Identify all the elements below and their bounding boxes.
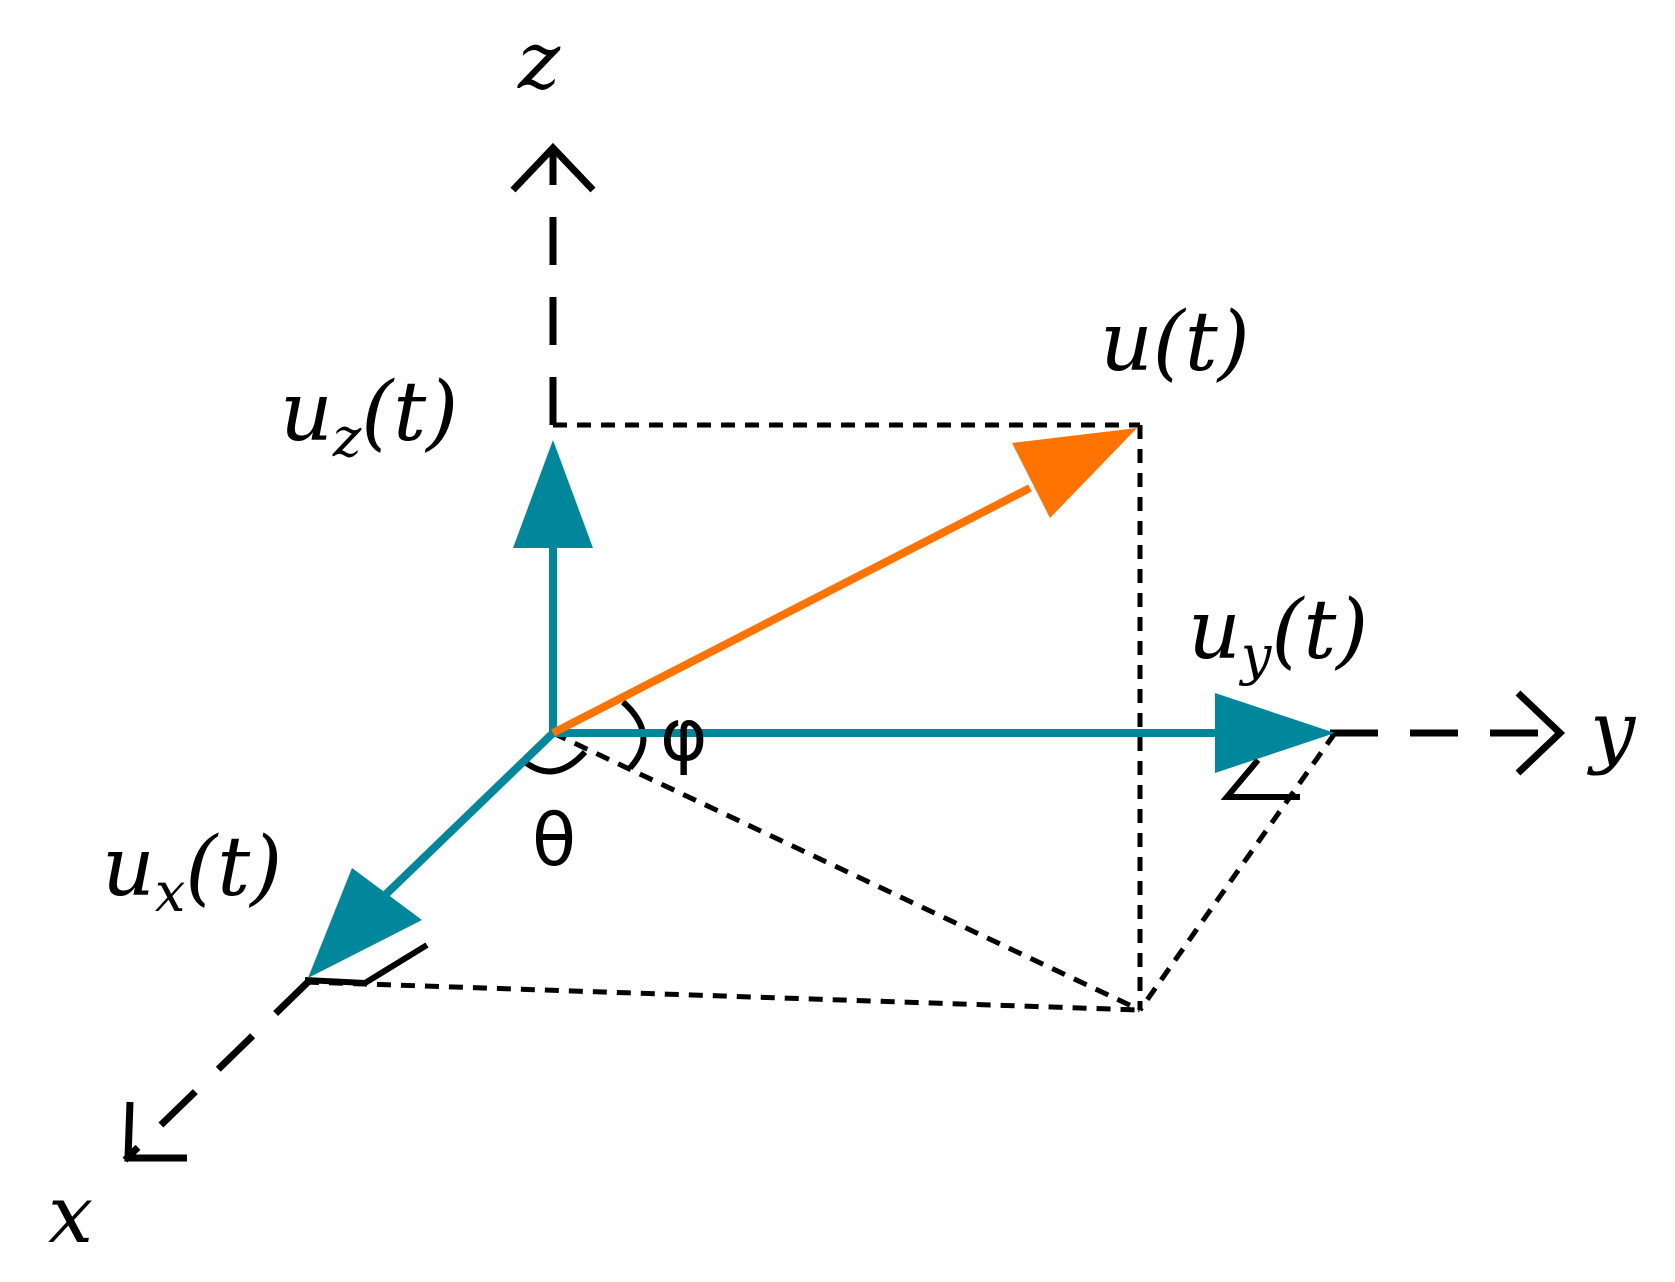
uy-label-sub: y [1239, 624, 1273, 687]
uz-vector-arrowhead [513, 440, 593, 548]
component-vectors [308, 440, 1335, 978]
resultant-vector [551, 428, 1137, 737]
u-vector-arrowhead [1012, 428, 1137, 518]
uy-label: uy(t) [1188, 583, 1368, 687]
projection-right [1137, 731, 1338, 1012]
x-axis-label: x [48, 1168, 93, 1261]
u-vector-shaft [551, 484, 1032, 737]
right-angle-marker-x [304, 942, 429, 987]
right-angle-markers [304, 758, 1300, 987]
projection-front [304, 979, 1141, 1013]
ux-label-sub: x [155, 861, 185, 924]
u-vector-label: u(t) [1100, 295, 1250, 390]
theta-label: θ [532, 798, 576, 882]
z-axis-label: z [517, 14, 561, 107]
uz-label-base: u [280, 365, 333, 460]
y-axis-label: y [1587, 684, 1637, 777]
z-axis-arrowhead [510, 142, 596, 193]
ux-vector-arrowhead [308, 868, 422, 978]
uy-vector-arrowhead [1215, 693, 1335, 773]
uz-label: uz(t) [280, 365, 458, 469]
projection-lines [304, 422, 1338, 1013]
axes [122, 142, 1566, 1163]
uy-label-base: u [1188, 583, 1241, 678]
right-angle-marker-y [1220, 758, 1300, 800]
uz-label-sub: z [332, 406, 362, 469]
x-axis-arrowhead [124, 1101, 187, 1162]
x-axis-line [122, 977, 313, 1163]
uz-label-tail: (t) [361, 365, 458, 460]
y-axis-arrowhead [1515, 690, 1566, 776]
uy-label-tail: (t) [1271, 583, 1368, 678]
theta-arc [523, 749, 588, 775]
ux-label-base: u [102, 820, 155, 915]
ux-vector-shaft [377, 730, 556, 903]
projection-diagonal [551, 730, 1142, 1013]
ux-label-tail: (t) [185, 820, 282, 915]
ux-label: ux(t) [102, 820, 282, 924]
phi-label: φ [660, 693, 708, 777]
